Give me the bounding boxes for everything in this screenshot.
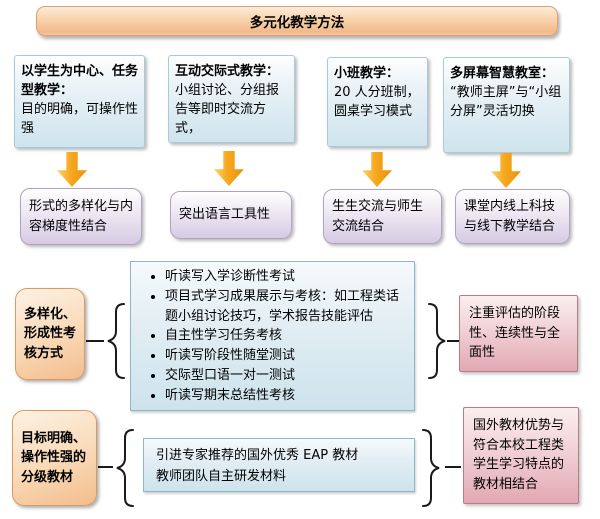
method-title: 小班教学： bbox=[334, 66, 400, 81]
connector-line bbox=[98, 466, 113, 468]
materials-conclusion: 国外教材优势与符合本校工程类学生学习特点的教材相结合 bbox=[473, 418, 565, 492]
left-brace-icon bbox=[112, 428, 136, 512]
list-item: 听读写期末总结性考核 bbox=[165, 386, 408, 406]
down-arrow-icon bbox=[214, 151, 244, 186]
materials-label-box: 目标明确、操作性强的分级教材 bbox=[12, 410, 97, 506]
left-brace-icon bbox=[103, 302, 127, 384]
method-box-small-class: 小班教学： 20 人分班制，圆桌学习模式 bbox=[327, 57, 428, 147]
result-box-1: 形式的多样化与内容梯度性结合 bbox=[20, 188, 142, 245]
down-arrow-icon bbox=[491, 153, 521, 188]
method-title: 多屏幕智慧教室： bbox=[450, 66, 555, 81]
assessment-conclusion: 注重评估的阶段性、连续性与全面性 bbox=[469, 306, 561, 360]
banner-title: 多元化教学方法 bbox=[249, 15, 345, 31]
list-item: 交际型口语一对一测试 bbox=[165, 366, 408, 386]
right-brace-icon bbox=[426, 302, 450, 384]
assessment-list: 听读写入学诊断性考试 项目式学习成果展示与考核：如工程类话题小组讨论技巧，学术报… bbox=[131, 262, 414, 410]
result-box-2: 突出语言工具性 bbox=[170, 191, 292, 239]
connector-line bbox=[445, 466, 461, 468]
banner: 多元化教学方法 bbox=[36, 6, 558, 36]
list-item: 项目式学习成果展示与考核：如工程类话题小组讨论技巧，学术报告技能评估 bbox=[165, 287, 408, 327]
materials-list-box: 引进专家推荐的国外优秀 EAP 教材 教师团队自主研发材料 bbox=[143, 438, 415, 492]
right-brace-icon bbox=[420, 428, 444, 512]
method-body: 小组讨论、分组报告等即时交流方式， bbox=[175, 82, 280, 136]
assessment-label: 多样化、形成性考核方式 bbox=[24, 306, 77, 361]
result-text: 课堂内线上科技与线下教学结合 bbox=[464, 199, 556, 234]
method-title: 以学生为中心、任务型教学： bbox=[21, 64, 139, 98]
result-text: 形式的多样化与内容梯度性结合 bbox=[29, 199, 134, 234]
method-title: 互动交际式教学： bbox=[175, 64, 280, 79]
method-box-smart-classroom: 多屏幕智慧教室： “教师主屏”与“小组分屏”灵活切换 bbox=[443, 57, 570, 153]
assessment-label-box: 多样化、形成性考核方式 bbox=[15, 288, 85, 380]
method-box-interactive: 互动交际式教学： 小组讨论、分组报告等即时交流方式， bbox=[168, 55, 295, 143]
result-text: 突出语言工具性 bbox=[179, 207, 271, 223]
method-body: 20 人分班制，圆桌学习模式 bbox=[334, 84, 420, 119]
result-text: 生生交流与师生交流结合 bbox=[332, 199, 424, 234]
connector-line bbox=[86, 340, 104, 342]
list-item: 听读写阶段性随堂测试 bbox=[165, 346, 408, 366]
materials-conclusion-box: 国外教材优势与符合本校工程类学生学习特点的教材相结合 bbox=[463, 407, 579, 504]
down-arrow-icon bbox=[57, 152, 87, 187]
method-body: 目的明确，可操作性强 bbox=[21, 101, 139, 136]
list-item: 听读写入学诊断性考试 bbox=[165, 267, 408, 287]
method-box-student-centered: 以学生为中心、任务型教学： 目的明确，可操作性强 bbox=[14, 55, 145, 148]
materials-label: 目标明确、操作性强的分级教材 bbox=[21, 430, 87, 485]
method-body: “教师主屏”与“小组分屏”灵活切换 bbox=[450, 84, 562, 119]
list-item: 教师团队自主研发材料 bbox=[156, 469, 287, 485]
result-box-3: 生生交流与师生交流结合 bbox=[323, 189, 442, 244]
assessment-list-box: 听读写入学诊断性考试 项目式学习成果展示与考核：如工程类话题小组讨论技巧，学术报… bbox=[130, 261, 415, 411]
list-item: 自主性学习任务考核 bbox=[165, 326, 408, 346]
list-item: 引进专家推荐的国外优秀 EAP 教材 bbox=[156, 448, 359, 463]
down-arrow-icon bbox=[362, 152, 392, 187]
result-box-4: 课堂内线上科技与线下教学结合 bbox=[455, 189, 570, 244]
assessment-conclusion-box: 注重评估的阶段性、连续性与全面性 bbox=[459, 295, 578, 372]
connector-line bbox=[447, 340, 460, 342]
